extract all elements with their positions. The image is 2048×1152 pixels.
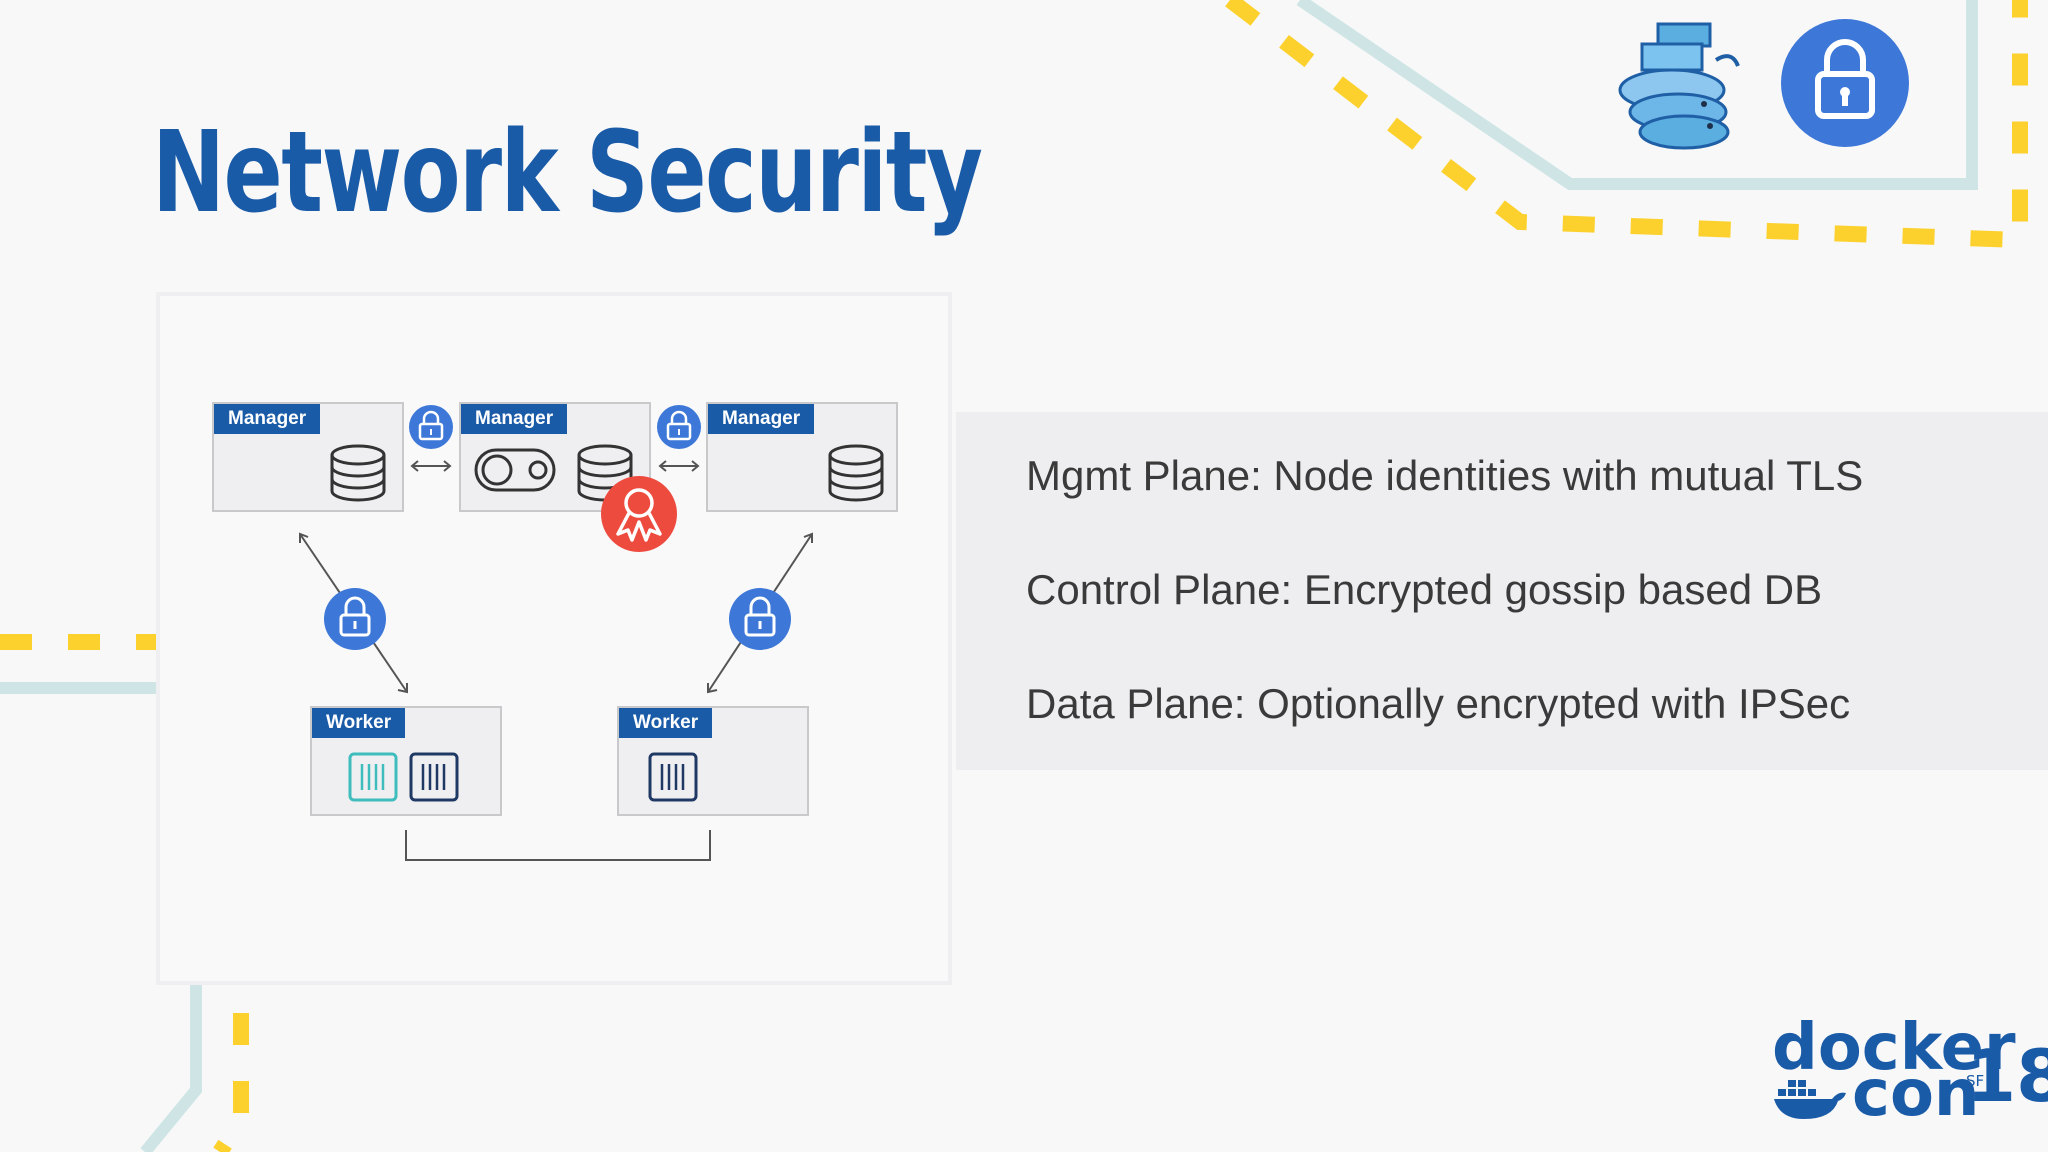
container-icon	[648, 752, 698, 802]
lock-icon	[1781, 19, 1909, 147]
info-band	[956, 412, 2048, 770]
manager-node-1: Manager	[212, 402, 404, 512]
logo-docker-text: docker	[1772, 1011, 2016, 1085]
node-label: Manager	[461, 404, 568, 434]
logo-con-text: con	[1852, 1057, 1980, 1131]
manager-link-arrows	[410, 460, 700, 472]
docker-whales-icon	[1618, 22, 1740, 150]
lock-icon	[407, 403, 455, 451]
database-icon	[828, 444, 884, 502]
lock-icon	[322, 586, 388, 652]
lock-icon	[727, 586, 793, 652]
teal-line-top	[1296, 0, 1978, 190]
database-icon	[330, 444, 386, 502]
lock-icon	[655, 403, 703, 451]
bullet-control-plane: Control Plane: Encrypted gossip based DB	[1026, 566, 1823, 613]
node-label: Worker	[312, 708, 406, 738]
yellow-dash-top	[1225, 0, 2028, 249]
worker-node-1: Worker	[310, 706, 502, 816]
logo-year: 18	[1966, 1034, 2048, 1118]
bullet-mgmt-plane: Mgmt Plane: Node identities with mutual …	[1026, 452, 1864, 499]
docker-whale-icon	[1774, 1080, 1846, 1119]
node-label: Manager	[708, 404, 815, 434]
certificate-authority-icon	[601, 476, 677, 552]
page-title: Network Security	[152, 108, 983, 238]
bullet-data-plane: Data Plane: Optionally encrypted with IP…	[1026, 680, 1851, 727]
container-icon	[409, 752, 459, 802]
worker-node-2: Worker	[617, 706, 809, 816]
manager-node-3: Manager	[706, 402, 898, 512]
raft-icon	[474, 448, 556, 492]
logo-city: SF	[1966, 1072, 1985, 1090]
dockercon-logo: docker con 18 SF	[1770, 1011, 2048, 1131]
node-label: Manager	[214, 404, 321, 434]
node-label: Worker	[619, 708, 713, 738]
data-plane-bracket	[405, 830, 711, 861]
container-icon	[348, 752, 398, 802]
